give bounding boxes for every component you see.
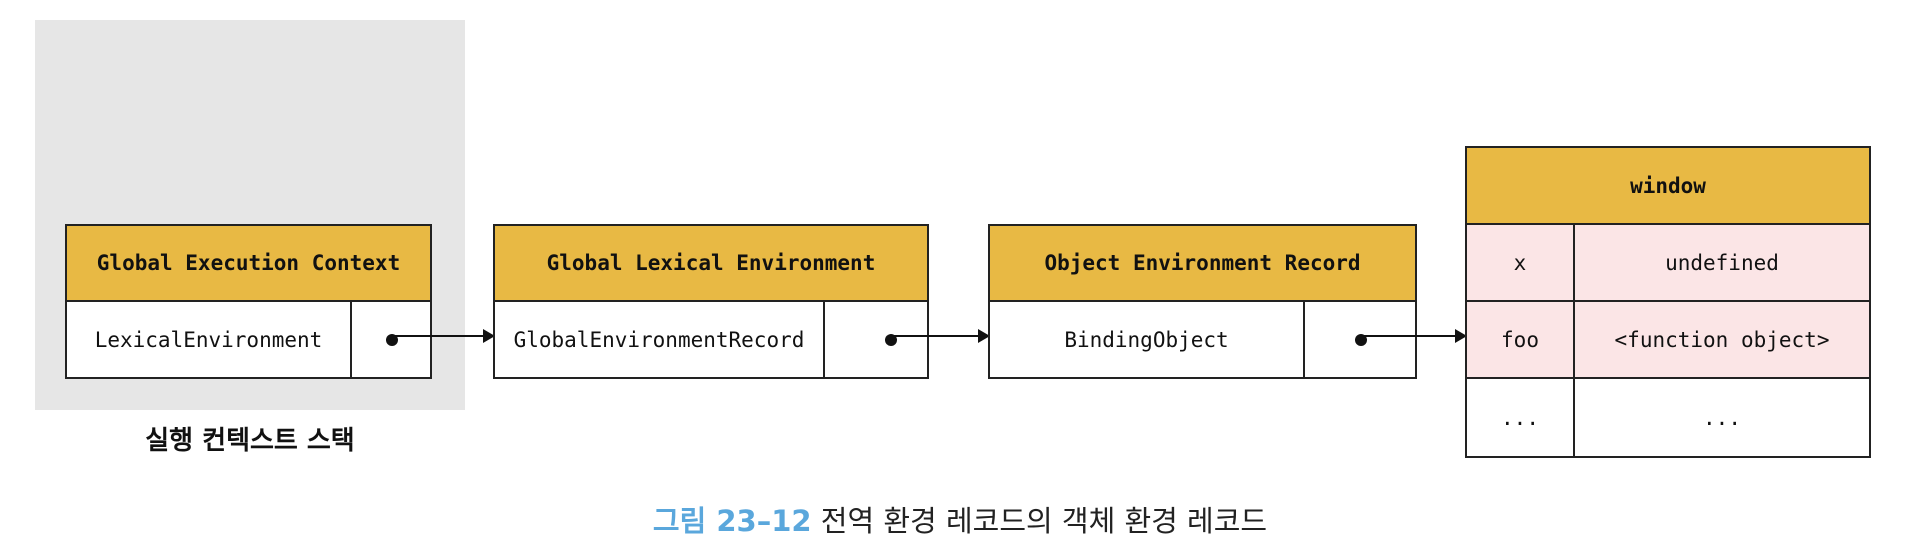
lexical-environment-field: LexicalEnvironment [67,302,350,377]
property-key: x [1467,225,1575,300]
global-execution-context-title: Global Execution Context [67,226,430,302]
property-key: ... [1467,379,1575,456]
table-row: foo <function object> [1467,302,1869,379]
property-value: <function object> [1614,327,1830,352]
global-environment-record-field: GlobalEnvironmentRecord [495,302,823,377]
global-environment-record-pointer [823,302,927,377]
arrowhead-icon [1455,329,1467,343]
execution-context-stack-label: 실행 컨텍스트 스택 [145,426,355,456]
object-environment-record-box: Object Environment Record BindingObject [988,224,1417,379]
arrowhead-icon [483,329,495,343]
property-value: undefined [1665,250,1779,275]
lexical-environment-pointer [350,302,430,377]
window-title: window [1467,148,1869,225]
global-execution-context-box: Global Execution Context LexicalEnvironm… [65,224,432,379]
table-row: ... ... [1467,379,1869,456]
binding-object-pointer [1303,302,1415,377]
property-key: foo [1467,302,1575,377]
arrow-to-global-lexical-environment [393,329,495,343]
binding-object-field: BindingObject [990,302,1303,377]
figure-caption: 그림 23–12 전역 환경 레코드의 객체 환경 레코드 [0,498,1920,540]
property-value: ... [1703,405,1741,430]
global-lexical-environment-box: Global Lexical Environment GlobalEnviron… [493,224,929,379]
figure-caption-text: 전역 환경 레코드의 객체 환경 레코드 [811,504,1268,538]
figure-number: 그림 23–12 [652,504,812,538]
arrow-to-object-environment-record [890,329,990,343]
global-lexical-environment-title: Global Lexical Environment [495,226,927,302]
table-row: x undefined [1467,225,1869,302]
arrow-to-window [1362,329,1467,343]
window-object-table: window x undefined foo <function object>… [1465,146,1871,458]
arrowhead-icon [978,329,990,343]
object-environment-record-title: Object Environment Record [990,226,1415,302]
